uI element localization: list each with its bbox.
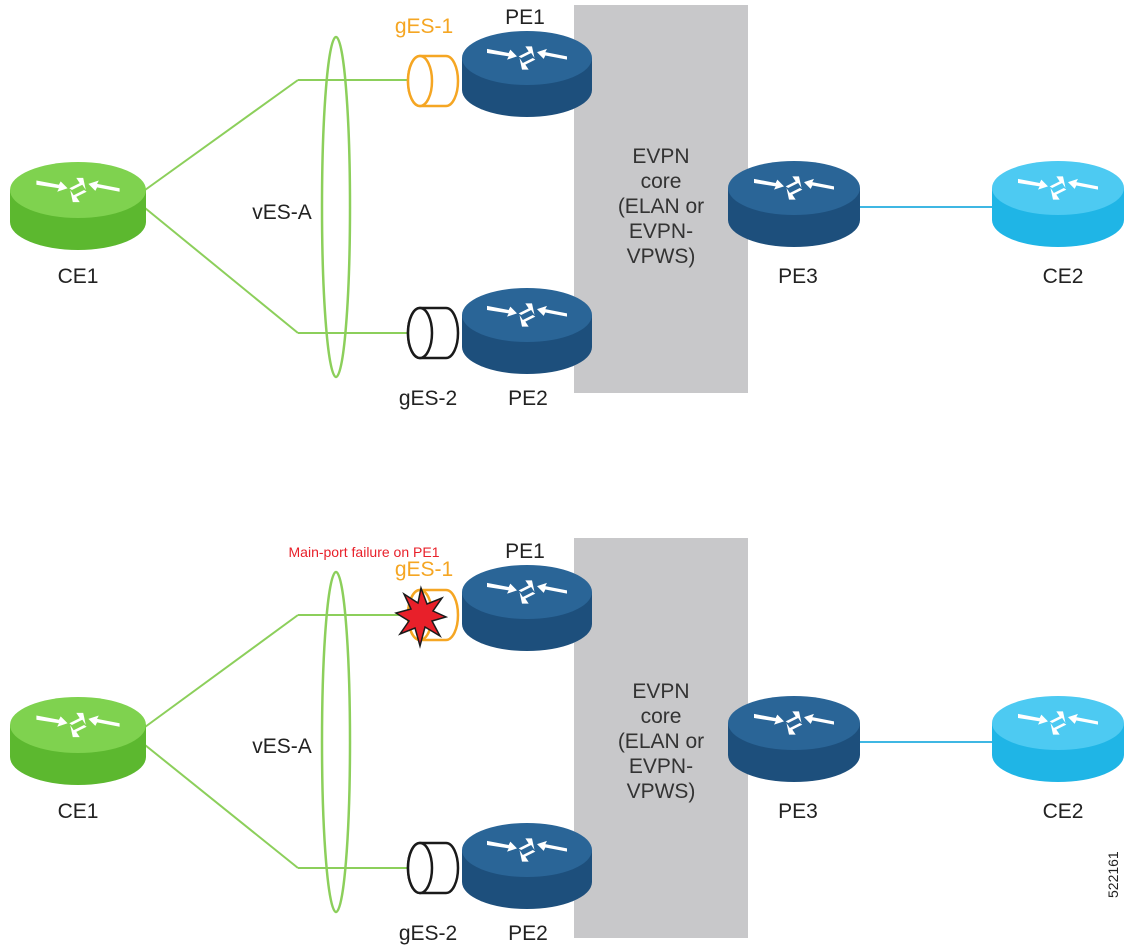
- svg-text:EVPN-: EVPN-: [629, 755, 693, 778]
- core-label: EVPN core (ELAN or EVPN- VPWS): [618, 145, 704, 268]
- ce2-label: CE2: [1043, 800, 1084, 823]
- ges1-label: gES-1: [395, 15, 453, 38]
- ves-a-ellipse: [320, 35, 352, 379]
- ce1-pe1-link-diag: [144, 614, 299, 728]
- bottom-diagram: Main-port failure on PE1 CE1 PE1 PE2 PE3…: [10, 538, 1124, 945]
- ves-label: vES-A: [252, 201, 312, 224]
- top-diagram: CE1 PE1 PE2 PE3 CE2 gES-1 gES-2 vES-A EV…: [10, 5, 1124, 410]
- svg-text:VPWS): VPWS): [627, 780, 696, 803]
- ves-label: vES-A: [252, 735, 312, 758]
- svg-text:core: core: [641, 170, 682, 193]
- failure-label: Main-port failure on PE1: [289, 544, 440, 560]
- router-icon: [728, 696, 860, 782]
- svg-text:(ELAN or: (ELAN or: [618, 730, 704, 753]
- svg-text:core: core: [641, 705, 682, 728]
- core-label: EVPN core (ELAN or EVPN- VPWS): [618, 680, 704, 803]
- pe1-label: PE1: [505, 6, 545, 29]
- ce1-pe1-link-diag: [144, 79, 299, 191]
- router-icon: [992, 161, 1124, 247]
- ethernet-segment-icon: [406, 54, 460, 108]
- ce1-label: CE1: [58, 800, 99, 823]
- svg-text:EVPN: EVPN: [632, 145, 689, 168]
- router-icon: [992, 696, 1124, 782]
- ges2-label: gES-2: [399, 922, 457, 945]
- ges1-label: gES-1: [395, 558, 453, 581]
- router-icon: [462, 565, 592, 651]
- ce1-pe2-link-diag: [144, 744, 299, 869]
- ves-a-ellipse: [320, 570, 352, 914]
- figure-id: 522161: [1105, 851, 1121, 898]
- pe2-label: PE2: [508, 387, 548, 410]
- router-icon: [728, 161, 860, 247]
- ethernet-segment-icon: [406, 306, 460, 360]
- evpn-core-area: [574, 538, 748, 938]
- pe3-label: PE3: [778, 800, 818, 823]
- evpn-core-area: [574, 5, 748, 393]
- router-icon: [10, 697, 146, 785]
- router-icon: [10, 162, 146, 250]
- ges2-label: gES-2: [399, 387, 457, 410]
- router-icon: [462, 288, 592, 374]
- pe1-label: PE1: [505, 540, 545, 563]
- ce2-label: CE2: [1043, 265, 1084, 288]
- access-links: [144, 79, 420, 334]
- svg-text:(ELAN or: (ELAN or: [618, 195, 704, 218]
- ce1-pe2-link-diag: [144, 207, 299, 334]
- router-icon: [462, 31, 592, 117]
- ethernet-segment-icon: [406, 841, 460, 895]
- svg-text:VPWS): VPWS): [627, 245, 696, 268]
- svg-text:EVPN-: EVPN-: [629, 220, 693, 243]
- pe3-label: PE3: [778, 265, 818, 288]
- ce1-label: CE1: [58, 265, 99, 288]
- failure-burst-icon: [394, 585, 449, 649]
- pe2-label: PE2: [508, 922, 548, 945]
- router-icon: [462, 823, 592, 909]
- svg-text:EVPN: EVPN: [632, 680, 689, 703]
